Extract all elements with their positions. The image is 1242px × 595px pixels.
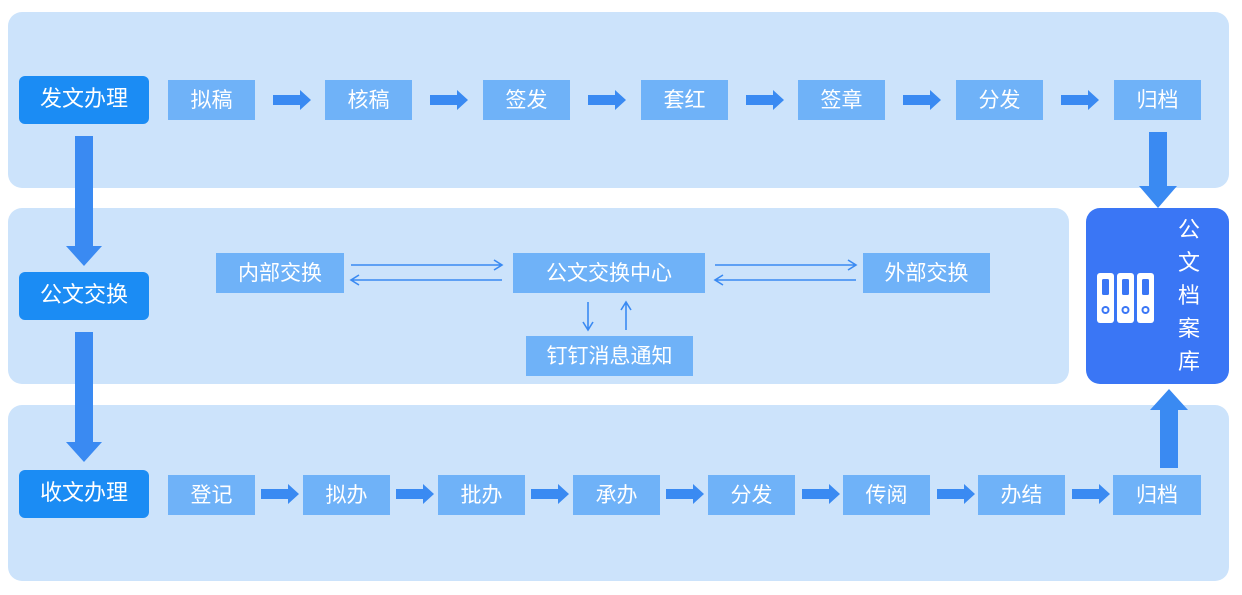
right-arrow-icon bbox=[715, 259, 858, 271]
down-arrow-icon bbox=[1139, 132, 1177, 208]
right-arrow-icon bbox=[937, 484, 975, 504]
receive-step-complete: 办结 bbox=[978, 475, 1065, 515]
left-arrow-icon bbox=[349, 274, 502, 286]
receive-header: 收文办理 bbox=[19, 470, 149, 518]
receive-step-circulate: 传阅 bbox=[843, 475, 930, 515]
archive-title-char: 公 bbox=[1177, 218, 1200, 243]
archive-library: 公 文 档 案 库 bbox=[1086, 208, 1229, 384]
binders-icon bbox=[1097, 273, 1154, 323]
receive-step-archive: 归档 bbox=[1113, 475, 1201, 515]
dingtalk-notification: 钉钉消息通知 bbox=[526, 336, 693, 376]
right-arrow-icon bbox=[396, 484, 434, 504]
right-arrow-icon bbox=[273, 90, 311, 110]
right-arrow-icon bbox=[746, 90, 784, 110]
send-step-sign: 签发 bbox=[483, 80, 570, 120]
send-step-redhead: 套红 bbox=[641, 80, 728, 120]
down-arrow-icon bbox=[66, 332, 102, 462]
archive-title: 公 文 档 案 库 bbox=[1174, 214, 1204, 379]
right-arrow-icon bbox=[588, 90, 626, 110]
send-header: 发文办理 bbox=[19, 76, 149, 124]
right-arrow-icon bbox=[802, 484, 840, 504]
internal-exchange: 内部交换 bbox=[216, 253, 344, 293]
right-arrow-icon bbox=[531, 484, 569, 504]
exchange-header: 公文交换 bbox=[19, 272, 149, 320]
archive-title-char: 文 bbox=[1177, 251, 1200, 276]
send-step-seal: 签章 bbox=[798, 80, 885, 120]
receive-step-approve: 批办 bbox=[438, 475, 525, 515]
down-arrow-icon bbox=[66, 136, 102, 266]
external-exchange: 外部交换 bbox=[863, 253, 990, 293]
receive-step-distribute: 分发 bbox=[708, 475, 795, 515]
send-step-review: 核稿 bbox=[325, 80, 412, 120]
receive-step-propose: 拟办 bbox=[303, 475, 390, 515]
exchange-center: 公文交换中心 bbox=[513, 253, 705, 293]
right-arrow-icon bbox=[1061, 90, 1099, 110]
receive-step-register: 登记 bbox=[168, 475, 255, 515]
receive-step-undertake: 承办 bbox=[573, 475, 660, 515]
archive-title-char: 库 bbox=[1177, 350, 1200, 375]
right-arrow-icon bbox=[666, 484, 704, 504]
send-step-archive: 归档 bbox=[1114, 80, 1201, 120]
archive-title-char: 案 bbox=[1177, 317, 1200, 342]
right-arrow-icon bbox=[351, 259, 504, 271]
send-step-distribute: 分发 bbox=[956, 80, 1043, 120]
right-arrow-icon bbox=[430, 90, 468, 110]
left-arrow-icon bbox=[713, 274, 856, 286]
right-arrow-icon bbox=[261, 484, 299, 504]
up-arrow-icon bbox=[620, 300, 632, 330]
archive-title-char: 档 bbox=[1177, 284, 1200, 309]
up-arrow-icon bbox=[1150, 389, 1188, 468]
send-step-draft: 拟稿 bbox=[168, 80, 255, 120]
right-arrow-icon bbox=[1072, 484, 1110, 504]
right-arrow-icon bbox=[903, 90, 941, 110]
down-arrow-icon bbox=[582, 302, 594, 332]
